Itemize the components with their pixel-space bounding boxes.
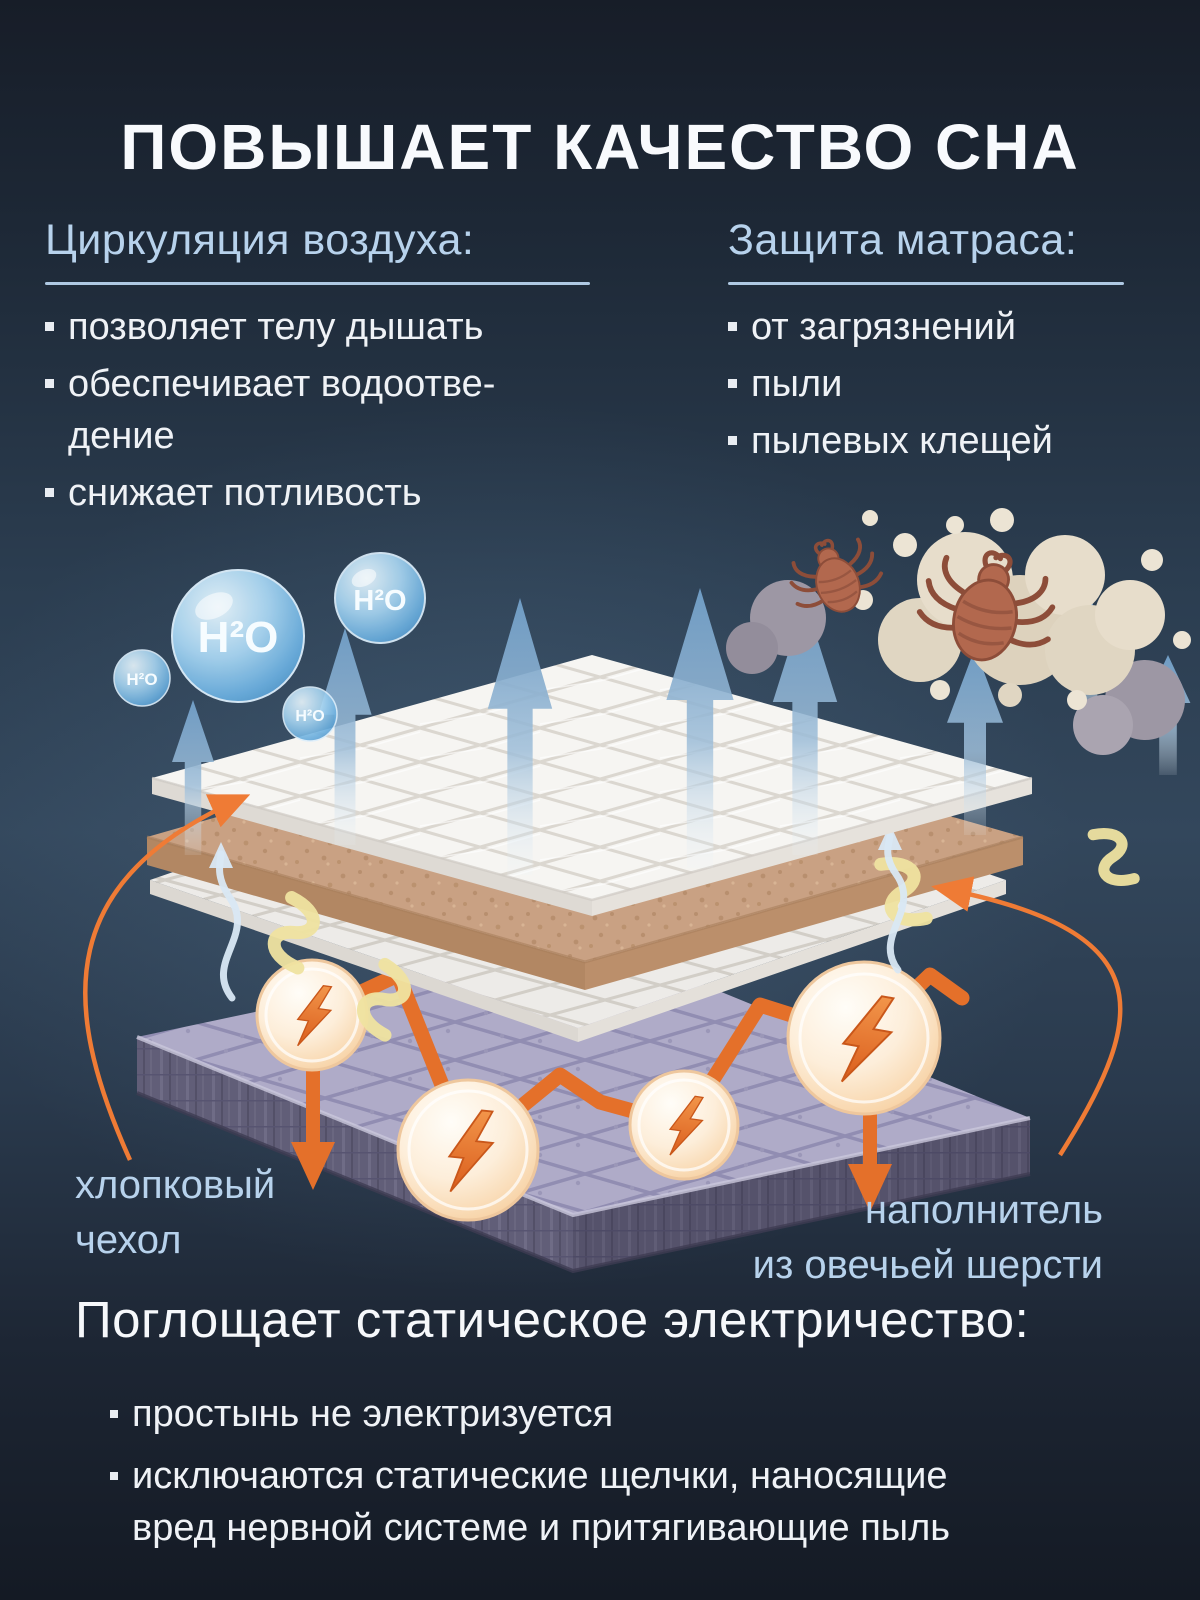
mattress-layers-illustration: H²O H²O H²O H²O bbox=[83, 508, 1191, 1274]
bullet-square-icon bbox=[45, 379, 54, 388]
lightning-coin bbox=[396, 1078, 540, 1222]
h2o-bubble: H²O bbox=[282, 686, 338, 742]
mattress-protection-underline bbox=[728, 282, 1124, 285]
air-circulation-heading: Циркуляция воздуха: bbox=[45, 216, 475, 264]
mattress-protection-heading: Защита матраса: bbox=[728, 216, 1078, 264]
bullet-square-icon bbox=[45, 488, 54, 497]
bullet-square-icon bbox=[728, 379, 737, 388]
svg-text:H²O: H²O bbox=[353, 585, 406, 617]
mattress-protection-list: от загрязнений пыли пылевых клещей bbox=[728, 301, 1168, 467]
air-circulation-underline bbox=[45, 282, 590, 285]
list-item: пылевых клещей bbox=[728, 415, 1168, 467]
cover-callout-line bbox=[83, 794, 251, 1161]
filler-callout-line bbox=[931, 876, 1123, 1157]
h2o-bubble: H²O bbox=[171, 569, 305, 703]
bullet-square-icon bbox=[110, 1472, 118, 1480]
lightning-coin bbox=[786, 960, 942, 1116]
svg-text:H²O: H²O bbox=[295, 708, 324, 725]
bullet-square-icon bbox=[728, 436, 737, 445]
list-item: обеспечивает водоотве- дение bbox=[45, 358, 685, 462]
bullet-square-icon bbox=[728, 322, 737, 331]
svg-text:H²O: H²O bbox=[126, 670, 157, 689]
h2o-bubble: H²O bbox=[334, 552, 426, 644]
svg-text:H²O: H²O bbox=[198, 613, 279, 662]
air-circulation-list: позволяет телу дышать обеспечивает водоо… bbox=[45, 301, 685, 519]
list-item: от загрязнений bbox=[728, 301, 1168, 353]
list-item: исключаются статические щелчки, наносящи… bbox=[110, 1450, 1140, 1554]
list-item: простынь не электризуется bbox=[110, 1388, 1140, 1440]
page-title: ПОВЫШАЕТ КАЧЕСТВО СНА bbox=[120, 111, 1080, 183]
vapor-arrowhead bbox=[209, 824, 902, 868]
absorb-down-arrow bbox=[291, 1068, 335, 1190]
h2o-bubble: H²O bbox=[113, 649, 171, 707]
list-item: позволяет телу дышать bbox=[45, 301, 685, 353]
wool-filler-label: наполнитель из овечьей шерсти bbox=[752, 1188, 1103, 1287]
list-item: пыли bbox=[728, 358, 1168, 410]
lightning-coin bbox=[255, 958, 369, 1072]
bullet-square-icon bbox=[45, 322, 54, 331]
cotton-cover-label: хлопковый чехол bbox=[75, 1163, 276, 1262]
static-electricity-list: простынь не электризуется исключаются ст… bbox=[110, 1388, 1140, 1554]
lightning-coin bbox=[628, 1069, 740, 1181]
static-electricity-heading: Поглощает статическое электричество: bbox=[75, 1291, 1030, 1348]
bullet-square-icon bbox=[110, 1410, 118, 1418]
list-item: снижает потливость bbox=[45, 467, 685, 519]
